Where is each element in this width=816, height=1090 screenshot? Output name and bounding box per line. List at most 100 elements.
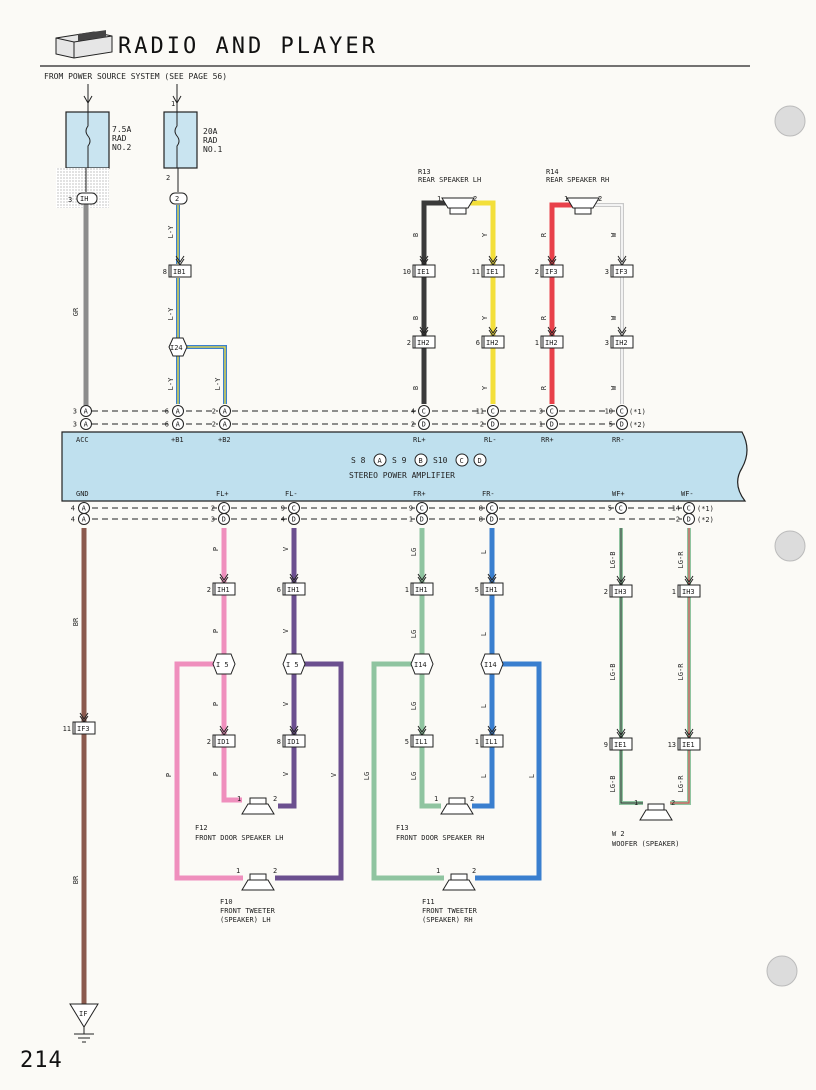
wire-label: R	[540, 385, 548, 390]
power-source-note: FROM POWER SOURCE SYSTEM (SEE PAGE 56)	[44, 72, 227, 81]
svg-text:8: 8	[277, 738, 281, 746]
svg-text:D: D	[550, 421, 554, 429]
wire-label: L-Y	[167, 377, 175, 390]
spk-pin: 1	[564, 195, 568, 203]
svg-text:A: A	[223, 421, 228, 429]
speaker-icon	[241, 873, 275, 891]
wire-label: LG	[363, 772, 371, 780]
svg-text:1: 1	[405, 586, 409, 594]
junction-i14-left: I14	[410, 653, 434, 675]
binder-hole	[766, 955, 798, 987]
svg-text:11: 11	[63, 725, 71, 733]
svg-text:C: C	[619, 505, 623, 513]
svg-text:IF3: IF3	[615, 268, 628, 276]
r13-name: REAR SPEAKER LH	[418, 176, 481, 184]
amp-terminal: D1	[539, 418, 558, 430]
wire-label: L	[480, 632, 488, 636]
svg-text:2: 2	[207, 586, 211, 594]
page-title: RADIO AND PLAYER	[118, 34, 378, 59]
svg-text:WF+: WF+	[612, 490, 625, 498]
wire-label: L-Y	[167, 307, 175, 320]
svg-text:FL-: FL-	[285, 490, 298, 498]
wire-label: Y	[481, 385, 489, 390]
svg-text:A: A	[84, 408, 89, 416]
w2-name: WOOFER (SPEAKER)	[612, 840, 679, 848]
svg-text:I14: I14	[484, 661, 497, 669]
f11-name2: (SPEAKER) RH	[422, 916, 473, 924]
wire-label: LG	[410, 630, 418, 638]
svg-text:D: D	[422, 421, 426, 429]
amp-terminal: C9	[281, 502, 300, 514]
junction-i5-right: I 5	[282, 653, 306, 675]
variant-2-label: (*2)	[629, 421, 646, 429]
binder-hole	[774, 105, 806, 137]
svg-text:2: 2	[411, 421, 415, 429]
svg-text:3: 3	[605, 268, 609, 276]
spk-pin: 2	[598, 195, 602, 203]
svg-text:3: 3	[539, 408, 543, 416]
wire-label: P	[165, 773, 173, 777]
spk-pin: 2	[273, 795, 277, 803]
junction-i24: I24	[168, 337, 188, 357]
svg-text:FR+: FR+	[413, 490, 426, 498]
ground-symbol: IF	[69, 1003, 99, 1043]
amp-terminal: A6	[165, 405, 184, 417]
svg-text:IF: IF	[79, 1010, 87, 1018]
svg-text:4: 4	[281, 516, 285, 524]
wire-label: P	[212, 772, 220, 776]
svg-text:8: 8	[163, 268, 167, 276]
r13-code: R13	[418, 168, 431, 176]
svg-text:1: 1	[535, 339, 539, 347]
svg-text:C: C	[222, 505, 226, 513]
amp-terminal: C8	[479, 502, 498, 514]
amp-terminal: D4	[281, 513, 300, 525]
svg-text:D: D	[687, 516, 691, 524]
svg-text:5: 5	[475, 586, 479, 594]
variant-2-label-bottom: (*2)	[697, 516, 714, 524]
speaker-icon	[241, 797, 275, 815]
wire-label: L	[480, 704, 488, 708]
amp-terminal: A6	[165, 418, 184, 430]
wire-label: LG-R	[677, 775, 685, 793]
svg-text:D: D	[292, 516, 296, 524]
svg-text:RR+: RR+	[541, 436, 554, 444]
wire-lg-b	[619, 528, 643, 805]
svg-text:C: C	[490, 505, 494, 513]
svg-text:4: 4	[71, 505, 75, 513]
wire-label: V	[282, 771, 290, 776]
svg-text:GND: GND	[76, 490, 89, 498]
svg-text:I 5: I 5	[216, 661, 229, 669]
svg-text:ID1: ID1	[217, 738, 230, 746]
svg-text:1: 1	[475, 738, 479, 746]
wire-label: V	[282, 628, 290, 633]
svg-text:D: D	[478, 457, 482, 465]
svg-text:FR-: FR-	[482, 490, 495, 498]
stereo-power-amplifier: S 8 A S 9 B S10 C D STEREO POWER AMPLIFI…	[61, 431, 748, 502]
wire-label: LG	[410, 702, 418, 710]
svg-text:2: 2	[212, 408, 216, 416]
connector-ib1: IB1 8	[163, 255, 192, 278]
svg-text:S10: S10	[433, 456, 448, 465]
svg-text:D: D	[222, 516, 226, 524]
svg-text:IF3: IF3	[77, 725, 90, 733]
svg-text:ACC: ACC	[76, 436, 89, 444]
svg-text:3: 3	[73, 408, 77, 416]
wire-label: L-Y	[214, 377, 222, 390]
amp-terminal: A2	[212, 405, 231, 417]
svg-text:NO.2: NO.2	[112, 143, 131, 152]
wire-label: P	[212, 702, 220, 706]
svg-text:2: 2	[676, 516, 680, 524]
svg-text:I 5: I 5	[286, 661, 299, 669]
svg-text:IB1: IB1	[173, 268, 186, 276]
